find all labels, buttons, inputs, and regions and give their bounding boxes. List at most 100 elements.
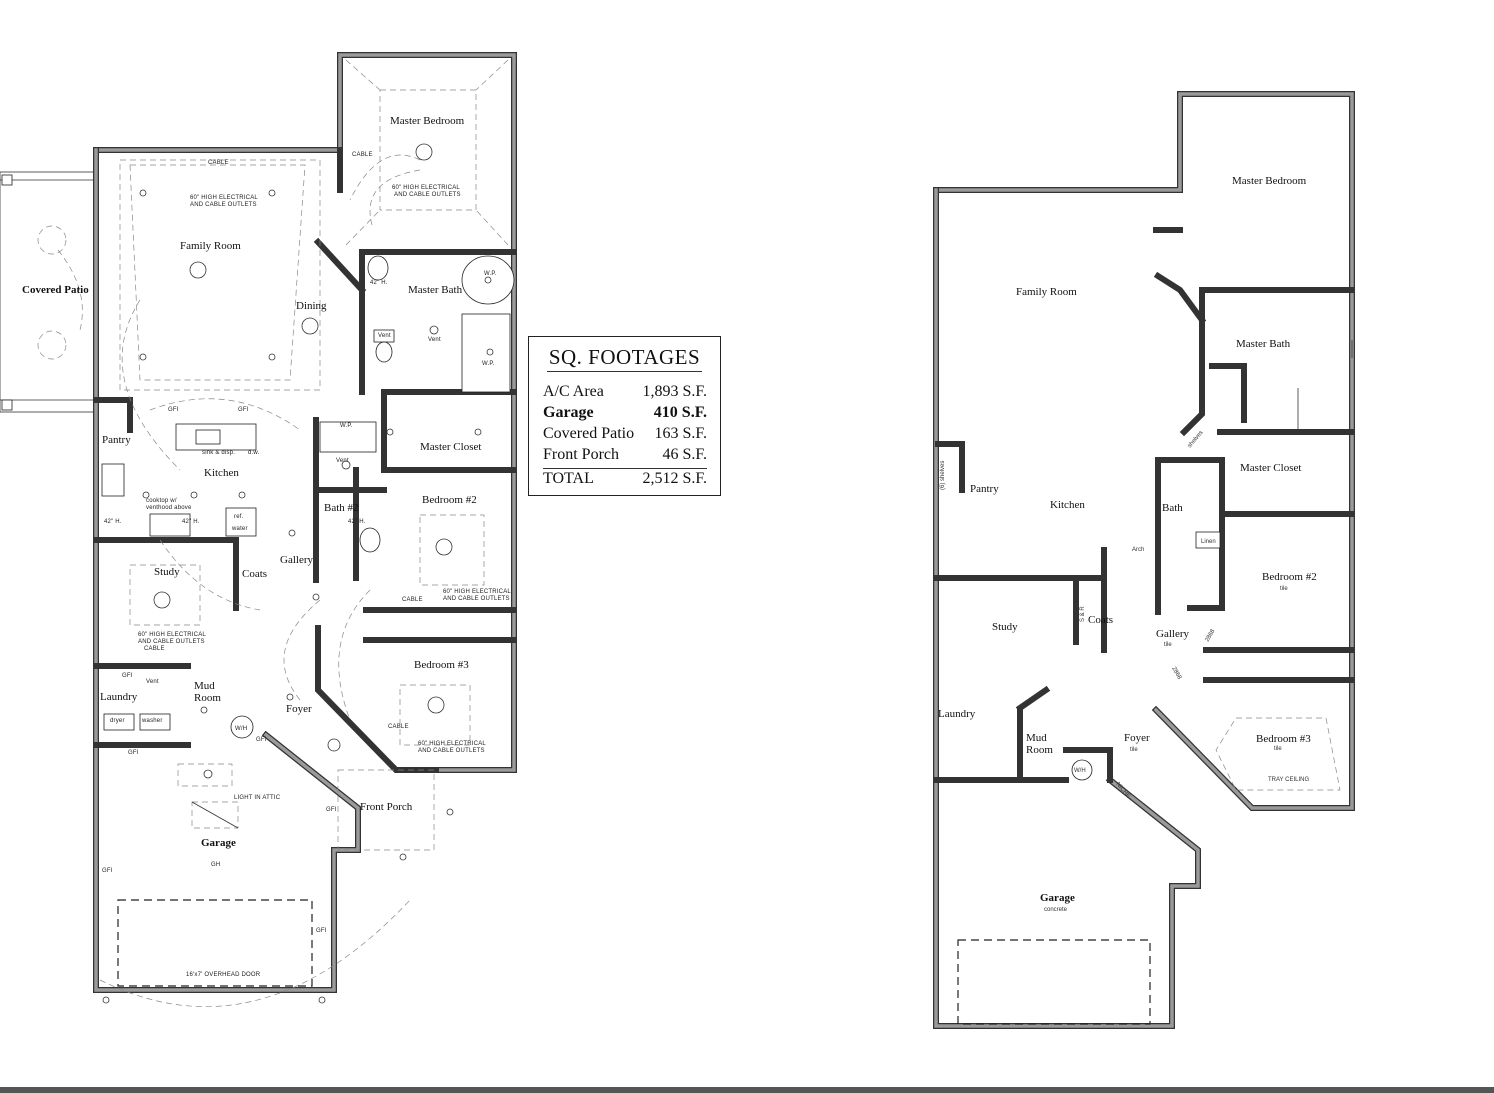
note-outlets-2: AND CABLE OUTLETS [443,596,510,602]
sqf-label: Front Porch [543,446,619,463]
room-gallery: Gallery [280,554,313,566]
room-pantry: Pantry [970,483,999,495]
room-linen: Linen [1201,539,1216,545]
room-foyer: Foyer [1124,732,1150,744]
left-ceiling-lines [57,59,509,1007]
sqf-label: A/C Area [543,383,604,400]
room-master-closet: Master Closet [420,441,481,453]
note-overhead-door: 16'x7' OVERHEAD DOOR [186,972,261,978]
room-dining: Dining [296,300,327,312]
note-washer: washer [141,718,163,724]
note-sink: sink & disp. [202,450,235,456]
note-tile: tile [1280,586,1288,592]
room-front-porch: Front Porch [360,801,413,813]
note-cable: CABLE [352,152,373,158]
note-outlets-1: 60" HIGH ELECTRICAL [418,741,486,747]
right-exterior-walls [933,91,1355,1029]
sq-footages-title: SQ. FOOTAGES [548,345,701,369]
sqf-label: Covered Patio [543,425,635,442]
note-concrete: concrete [1044,907,1068,913]
sqf-row-covered-patio: Covered Patio 163 S.F. [543,425,707,446]
note-tile: tile [1130,747,1138,753]
note-wp: W.P. [482,361,495,367]
left-floor-plan: CABLE 60" HIGH ELECTRICAL AND CABLE OUTL… [0,52,517,1007]
note-outlets-2: AND CABLE OUTLETS [418,748,485,754]
sqf-label: TOTAL [543,470,594,487]
note-wp: W.P. [484,271,497,277]
note-cooktop-1: cooktop w/ [146,498,177,504]
room-laundry: Laundry [100,691,138,703]
note-arch: Arch [1132,547,1144,553]
room-garage: Garage [201,837,236,849]
note-outlets-2: AND CABLE OUTLETS [394,192,461,198]
room-bath2: Bath #2 [324,502,359,514]
left-room-labels: Master Bedroom Family Room Covered Patio… [22,115,481,849]
left-exterior-walls [93,52,517,993]
sqf-value: 2,512 S.F. [642,470,707,487]
room-bath: Bath [1162,502,1183,514]
note-dw: d.w. [248,450,260,456]
note-sr: S & R [1080,606,1086,622]
room-family-room: Family Room [180,240,241,252]
note-cable: CABLE [144,646,165,652]
room-family-room: Family Room [1016,286,1077,298]
room-bedroom3: Bedroom #3 [1256,733,1311,745]
note-shelves: (6) shelves [940,461,946,490]
page-bottom-border [0,1087,1494,1093]
right-details [957,340,1353,1025]
note-gfi: GFI [256,737,267,743]
sqf-row-garage: Garage 410 S.F. [543,404,707,425]
note-gh: GH [211,862,220,868]
room-covered-patio: Covered Patio [22,284,89,296]
room-laundry: Laundry [938,708,976,720]
note-outlets-2: AND CABLE OUTLETS [138,639,205,645]
note-vent: Vent [428,337,441,343]
room-pantry: Pantry [102,434,131,446]
note-water: water [231,526,248,532]
sqf-label: Garage [543,404,594,421]
note-outlets-1: 60" HIGH ELECTRICAL [138,632,206,638]
note-niche: NICHE [1114,781,1131,799]
note-opening: 2868 [1170,666,1182,681]
room-master-bedroom: Master Bedroom [1232,175,1307,187]
right-room-labels: Master Bedroom Family Room Master Bath M… [938,175,1317,904]
title-divider [547,371,702,372]
note-gfi: GFI [102,868,113,874]
note-wh: W/H [1074,768,1086,774]
room-study: Study [154,566,180,578]
note-dryer: dryer [110,718,125,724]
sqf-row-front-porch: Front Porch 46 S.F. [543,446,707,469]
left-notes: CABLE 60" HIGH ELECTRICAL AND CABLE OUTL… [102,152,511,978]
room-gallery: Gallery [1156,628,1189,640]
room-bedroom2: Bedroom #2 [422,494,477,506]
note-wh: W/H [235,726,247,732]
sq-footages-table: SQ. FOOTAGES A/C Area 1,893 S.F. Garage … [528,336,721,496]
note-42h: 42" H. [104,519,122,525]
room-master-bath: Master Bath [1236,338,1291,350]
note-vent: Vent [378,333,391,339]
sqf-value: 410 S.F. [653,404,707,421]
note-outlets-1: 60" HIGH ELECTRICAL [443,589,511,595]
note-gfi: GFI [122,673,133,679]
sqf-row-ac-area: A/C Area 1,893 S.F. [543,383,707,404]
note-cooktop-2: venthood above [146,505,192,511]
sqf-value: 46 S.F. [662,446,707,463]
note-shelves: shelves [1187,430,1205,449]
room-garage: Garage [1040,892,1075,904]
right-floor-plan: (6) shelves Arch S & R tile tile tile ti… [933,91,1355,1029]
room-coats: Coats [242,568,267,580]
sqf-row-total: TOTAL 2,512 S.F. [543,470,707,491]
note-wp: W.P. [340,423,353,429]
sqf-value: 163 S.F. [654,425,707,442]
note-gfi: GFI [316,928,327,934]
note-outlets-2: AND CABLE OUTLETS [190,202,257,208]
note-gfi: GFI [326,807,337,813]
note-gfi: GFI [238,407,249,413]
note-vent: Vent [146,679,159,685]
note-42h: 42" H. [370,280,388,286]
room-coats: Coats [1088,614,1113,626]
note-tile: tile [1164,642,1172,648]
